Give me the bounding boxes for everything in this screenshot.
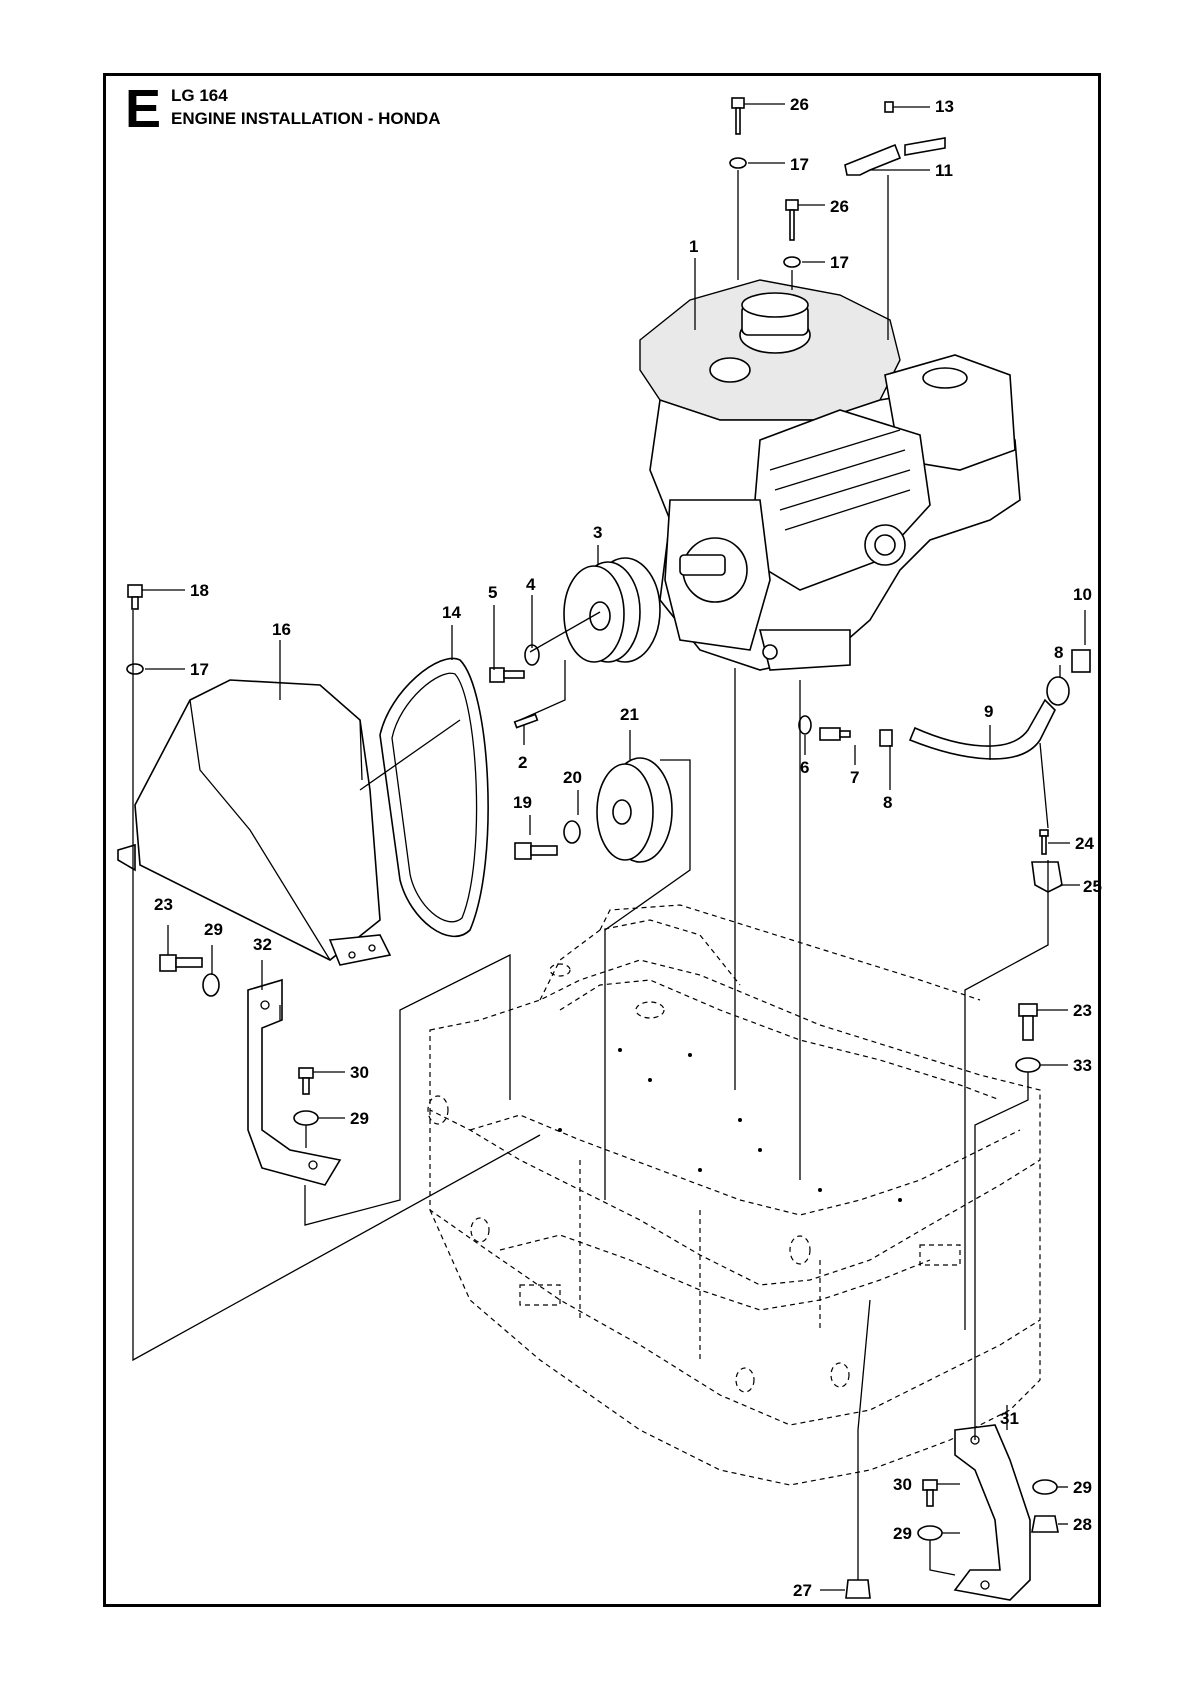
- section-letter: E: [125, 79, 162, 139]
- callout-1: 1: [689, 237, 698, 256]
- callout-25: 25: [1083, 877, 1102, 896]
- callout-13: 13: [935, 97, 954, 116]
- callout-33: 33: [1073, 1056, 1092, 1075]
- callout-17: 17: [830, 253, 849, 272]
- callout-29: 29: [350, 1109, 369, 1128]
- callout-24: 24: [1075, 834, 1094, 853]
- callout-11: 11: [935, 161, 953, 180]
- callout-6: 6: [800, 758, 809, 777]
- callout-29: 29: [893, 1524, 912, 1543]
- callout-26: 26: [790, 95, 809, 114]
- callout-26: 26: [830, 197, 849, 216]
- callout-21: 21: [620, 705, 639, 724]
- page-title: ENGINE INSTALLATION - HONDA: [171, 109, 441, 128]
- callout-14: 14: [442, 603, 461, 622]
- base-frame-ghost: [427, 904, 1041, 1486]
- callout-28: 28: [1073, 1515, 1092, 1534]
- callout-3: 3: [593, 523, 602, 542]
- callout-19: 19: [513, 793, 532, 812]
- engine-assembly: [639, 279, 1021, 671]
- leader-lines: [132, 103, 1086, 1591]
- callout-17: 17: [190, 660, 209, 679]
- callout-8: 8: [1054, 643, 1063, 662]
- model-title: LG 164: [171, 86, 228, 105]
- pulley-3: [563, 557, 661, 663]
- callout-30: 30: [893, 1475, 912, 1494]
- diagram-frame: [103, 73, 1101, 1607]
- callout-23: 23: [1073, 1001, 1092, 1020]
- callout-29: 29: [204, 920, 223, 939]
- callout-16: 16: [272, 620, 291, 639]
- callout-32: 32: [253, 935, 272, 954]
- callout-31: 31: [1000, 1409, 1019, 1428]
- callout-4: 4: [526, 575, 536, 594]
- idler-pulley-21: [596, 757, 673, 863]
- callout-17: 17: [790, 155, 809, 174]
- bracket-31: [953, 1424, 1031, 1601]
- v-belt-14: [379, 657, 489, 937]
- bracket-32: [247, 978, 342, 1186]
- callout-7: 7: [850, 768, 859, 787]
- callout-29: 29: [1073, 1478, 1092, 1497]
- callout-5: 5: [488, 583, 497, 602]
- callout-2: 2: [518, 753, 527, 772]
- callout-labels: 26 13 17 11 26 17 1 18 17 16 14 5 4 3 10…: [154, 95, 1102, 1600]
- callout-9: 9: [984, 702, 993, 721]
- hardware-small-parts: [126, 97, 1091, 1599]
- callout-20: 20: [563, 768, 582, 787]
- belt-guard-16: [117, 679, 392, 966]
- callout-30: 30: [350, 1063, 369, 1082]
- callout-8: 8: [883, 793, 892, 812]
- callout-23: 23: [154, 895, 173, 914]
- callout-18: 18: [190, 581, 209, 600]
- callout-27: 27: [793, 1581, 812, 1600]
- callout-10: 10: [1073, 585, 1092, 604]
